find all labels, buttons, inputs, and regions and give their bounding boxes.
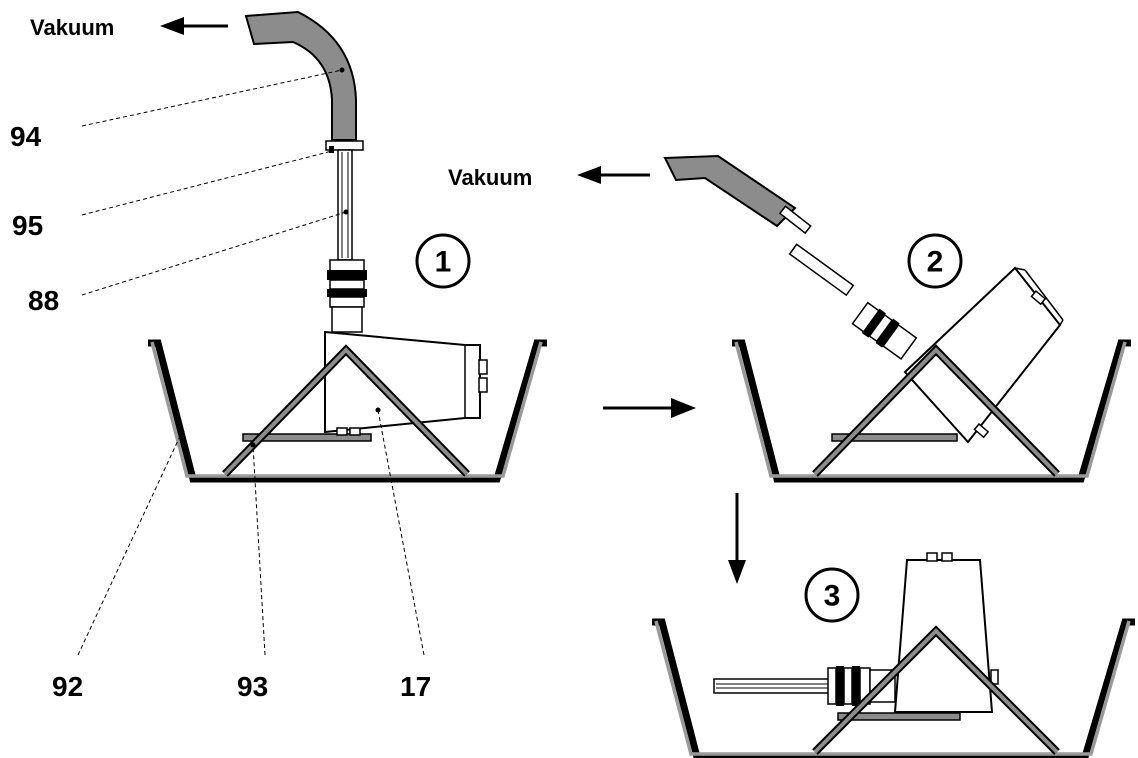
vakuum-arrowhead-1 — [160, 17, 184, 35]
rack-plate-stage-2 — [831, 433, 958, 442]
vakuum-arrowhead-2 — [577, 166, 601, 184]
vacuum-hose-stage-2 — [663, 154, 797, 228]
tub-92 — [148, 339, 547, 483]
step-2-number: 2 — [927, 246, 944, 279]
leader-92 — [77, 431, 183, 656]
vakuum-label-2: Vakuum — [448, 165, 532, 190]
leader-88 — [81, 211, 347, 296]
label-94: 94 — [10, 121, 42, 152]
stage-1: Vakuum 1 — [10, 10, 547, 702]
vacuum-hose-94 — [244, 10, 357, 141]
stage-2: Vakuum — [448, 154, 1131, 483]
leader-95 — [81, 150, 333, 216]
step-3-number: 3 — [824, 580, 841, 613]
label-92: 92 — [52, 671, 83, 702]
leader-94 — [81, 69, 343, 127]
label-95: 95 — [12, 210, 43, 241]
leader-17 — [377, 409, 425, 656]
step-2-circle — [907, 233, 963, 289]
suction-tube-stage-2 — [788, 243, 855, 297]
arrowhead-step1-to-step2 — [671, 398, 696, 418]
arrowhead-step2-to-step3 — [728, 560, 746, 584]
rack-plate — [242, 433, 372, 442]
step-1-circle — [415, 233, 471, 289]
step-3-circle — [804, 567, 860, 623]
step-1-number: 1 — [435, 246, 452, 279]
flange-clip — [329, 146, 334, 153]
tub-stage-2 — [732, 339, 1131, 483]
leader-93 — [252, 444, 266, 656]
tub-stage-3 — [652, 618, 1135, 758]
suction-tube-95 — [337, 149, 353, 261]
vakuum-label-1: Vakuum — [30, 15, 114, 40]
label-93: 93 — [237, 671, 268, 702]
stage-3: 3 — [652, 552, 1135, 758]
label-17: 17 — [400, 671, 431, 702]
suction-tube-stage-3 — [713, 678, 831, 694]
label-88: 88 — [28, 285, 59, 316]
